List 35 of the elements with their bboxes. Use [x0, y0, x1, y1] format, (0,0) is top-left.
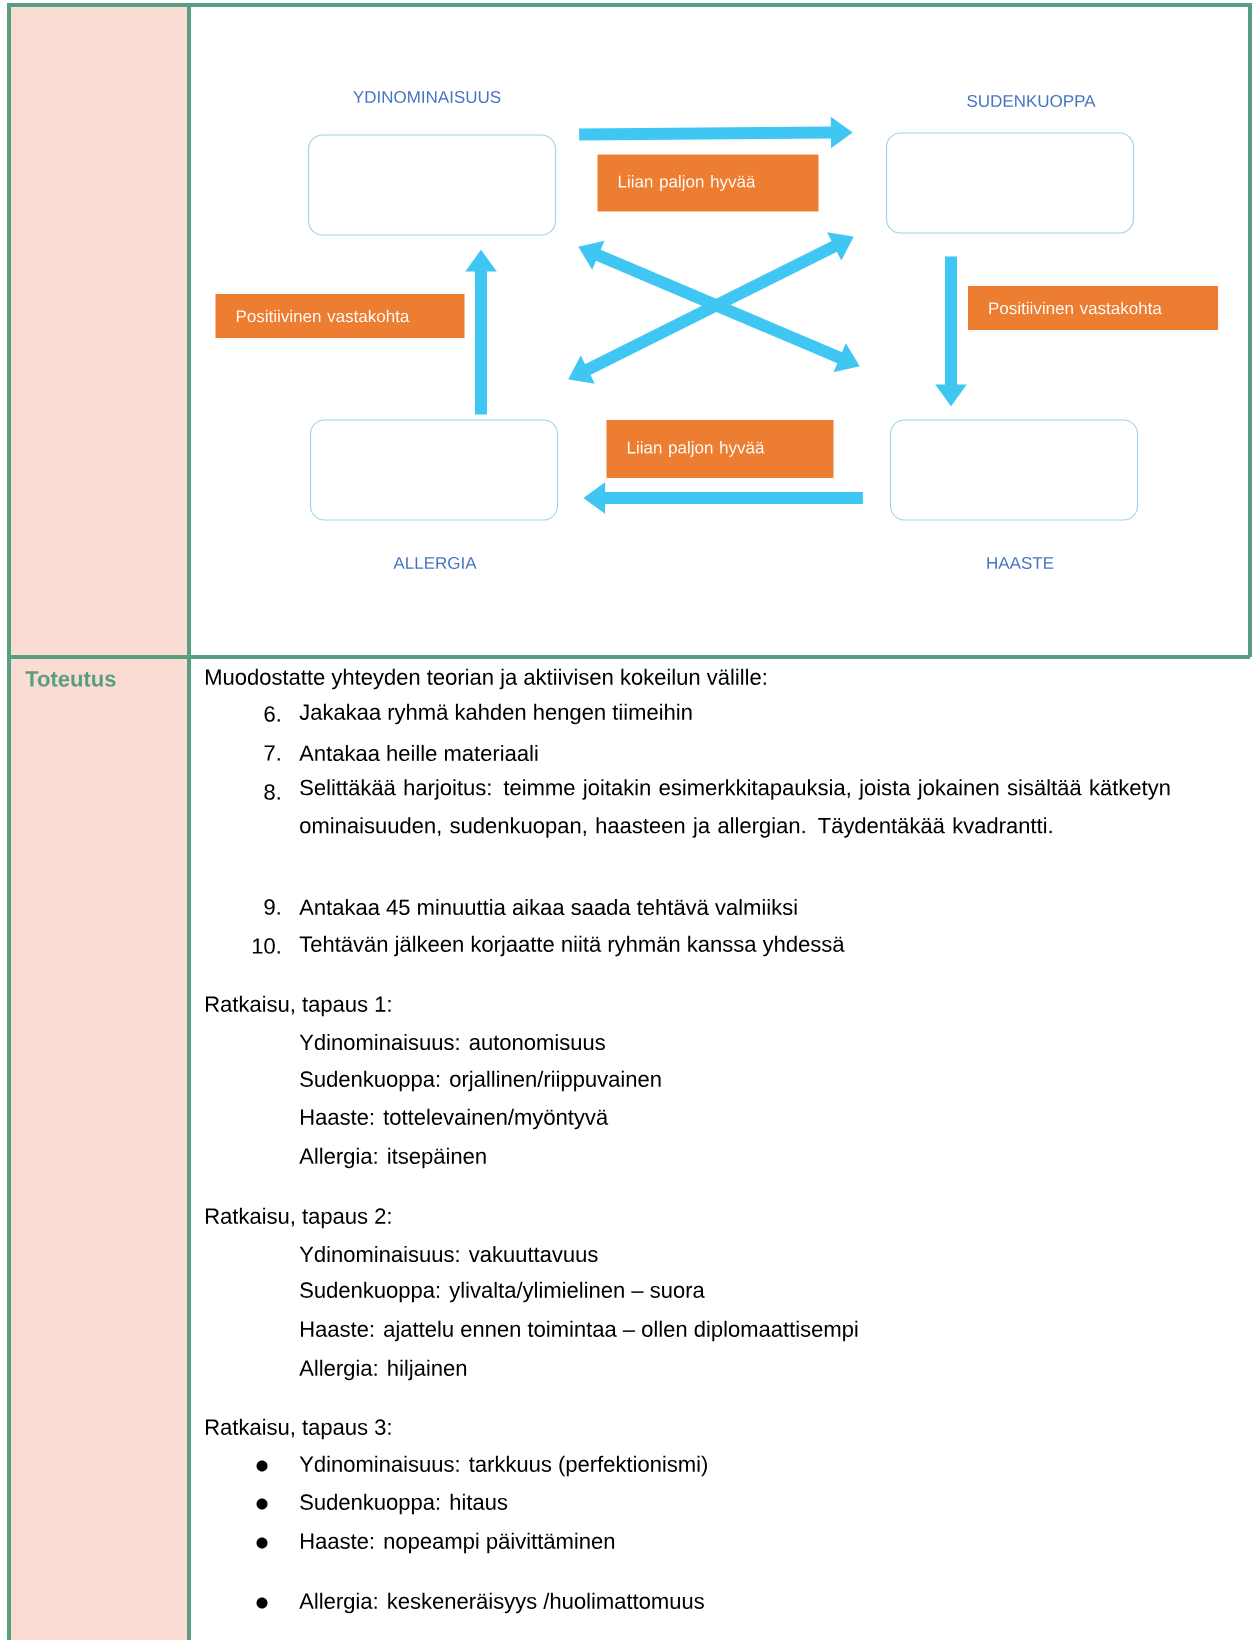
list-number: 6. — [264, 706, 280, 722]
text-line: Haaste: ajattelu ennen toimintaa – ollen diplomaattisempi — [301, 1320, 858, 1342]
row-heading: Toteutus — [25, 671, 116, 687]
edge-label: Positiivinen vastakohta — [968, 286, 1218, 330]
list-item: Sudenkuoppa: hitaus — [300, 1493, 508, 1515]
list-item: Ydinominaisuus: tarkkuus (perfektionismi) — [299, 1455, 707, 1477]
text-line: Ydinominaisuus: vakuuttavuus — [299, 1245, 598, 1263]
list-item: Haaste: nopeampi päivittäminen — [301, 1532, 615, 1554]
edge-label: Liian paljon hyvää — [597, 154, 819, 212]
list-number: 10. — [252, 938, 280, 954]
list-number: 7. — [264, 745, 280, 761]
text-line: Allergia: hiljainen — [299, 1359, 467, 1381]
box-heading: ALLERGIA — [393, 557, 477, 570]
box-heading: HAASTE — [987, 557, 1054, 570]
text-line: Ydinominaisuus: autonomisuus — [299, 1033, 605, 1051]
edge-label: Liian paljon hyvää — [606, 420, 834, 478]
text-line: Antakaa heille materiaali — [299, 744, 538, 762]
text-line: Ratkaisu, tapaus 2: — [206, 1207, 391, 1229]
list-item: Selittäkää harjoitus: teimme joitakin esimerkkitapauksia, joista jokainen sisältää kätketyn ominaisuuden, sudenkuopan, haasteen ja allergian. Täydentäkää kvadrantti. — [300, 779, 1170, 838]
text-line: Muodostatte yhteyden teorian ja aktiivisen kokeilun välille: — [206, 668, 766, 690]
text-line: Jakakaa ryhmä kahden hengen tiimeihin — [299, 703, 692, 725]
edge-label: Positiivinen vastakohta — [215, 294, 465, 338]
text-line: Ratkaisu, tapaus 3: — [206, 1418, 391, 1440]
text-line: Sudenkuoppa: orjallinen/riippuvainen — [300, 1070, 661, 1092]
box-heading: YDINOMINAISUUS — [353, 91, 501, 103]
box-heading: SUDENKUOPPA — [967, 95, 1096, 107]
text-line: Haaste: tottelevainen/myöntyvä — [301, 1108, 609, 1130]
list-number: 8. — [264, 784, 280, 800]
text-line: Tehtävän jälkeen korjaatte niitä ryhmän kanssa yhdessä — [299, 935, 845, 957]
text-line: Antakaa 45 minuuttia aikaa saada tehtävä valmiiksi — [299, 898, 797, 916]
text-line: Ratkaisu, tapaus 1: — [206, 995, 391, 1017]
text-line: Sudenkuoppa: ylivalta/ylimielinen – suora — [300, 1281, 705, 1303]
list-item: Allergia: keskeneräisyys /huolimattomuus — [299, 1592, 704, 1614]
list-number: 9. — [264, 899, 280, 915]
text-line: Allergia: itsepäinen — [299, 1147, 486, 1169]
